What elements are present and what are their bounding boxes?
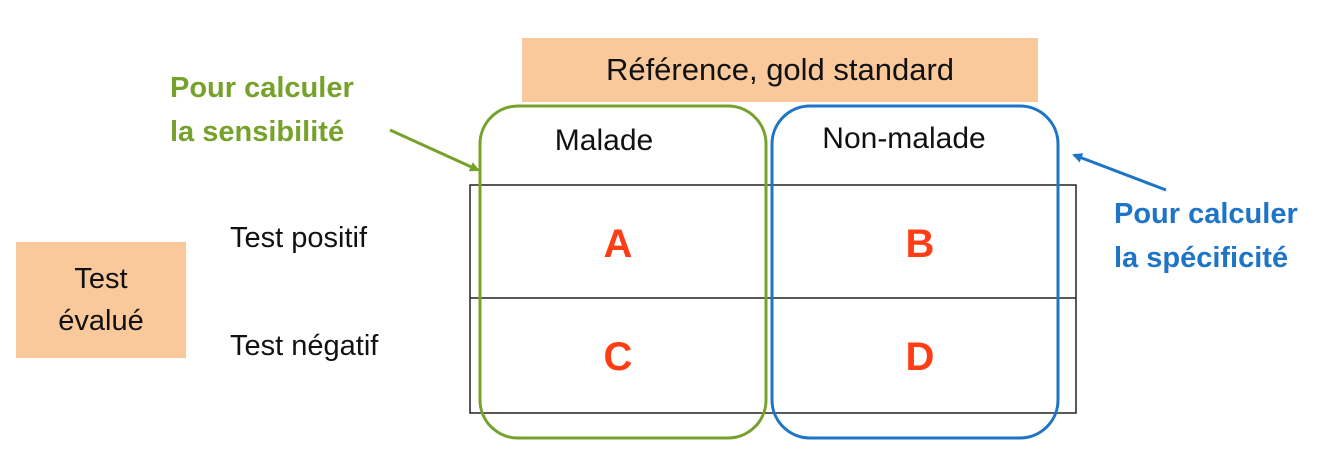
test-label-box: Test évalué [16,242,186,358]
specificity-note-line-2: la spécificité [1114,242,1289,274]
sensitivity-arrow [389,128,480,172]
specificity-arrow [1072,153,1167,192]
sensitivity-note: Pour calculer la sensibilité [170,66,354,154]
test-label: Test évalué [58,258,143,342]
reference-label-box: Référence, gold standard [522,38,1038,102]
test-label-line-2: évalué [58,305,144,337]
sensitivity-note-line-2: la sensibilité [170,116,345,148]
sensitivity-highlight-box [478,104,768,440]
specificity-highlight-box [770,104,1060,440]
cell-d: D [905,335,935,379]
test-label-line-1: Test [74,263,128,295]
row-label-negative: Test négatif [230,330,379,362]
cell-a: A [603,222,633,266]
sensitivity-note-line-1: Pour calculer [170,72,354,104]
cell-b: B [905,222,935,266]
row-label-positive: Test positif [230,222,367,254]
reference-label: Référence, gold standard [605,52,955,87]
column-header-malade: Malade [554,124,654,157]
column-header-non-malade: Non-malade [822,122,986,155]
specificity-note-line-1: Pour calculer [1114,198,1298,230]
cell-c: C [603,335,633,379]
specificity-note: Pour calculer la spécificité [1114,192,1298,280]
